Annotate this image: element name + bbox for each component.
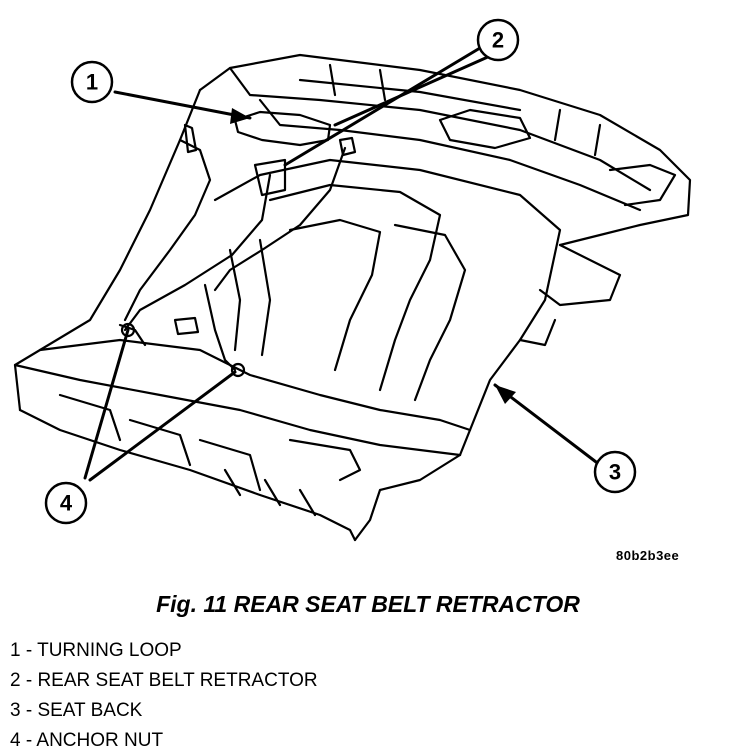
callout-2-label: 2 <box>492 28 504 53</box>
anchor-nut-hardware <box>120 316 246 378</box>
callout-1-label: 1 <box>86 70 98 95</box>
legend-item-turning-loop: 1 - TURNING LOOP <box>10 640 182 661</box>
legend-item-seat-back: 3 - SEAT BACK <box>10 700 143 721</box>
leader-line-4a <box>83 328 130 480</box>
legend-item-retractor: 2 - REAR SEAT BELT RETRACTOR <box>10 670 318 691</box>
seat-back <box>213 158 562 457</box>
image-reference-code: 80b2b3ee <box>616 548 680 563</box>
callout-4-label: 4 <box>60 491 73 516</box>
package-shelf <box>198 53 692 307</box>
arrow-head-3 <box>495 385 516 404</box>
arrow-head-1 <box>230 108 250 124</box>
left-side-panel <box>13 88 212 412</box>
legend-item-anchor-nut: 4 - ANCHOR NUT <box>10 730 164 751</box>
callout-3-circle <box>593 450 637 494</box>
leader-line-3 <box>493 383 602 467</box>
leader-line-2a <box>283 46 482 167</box>
floor-pan <box>13 338 472 542</box>
callout-3-label: 3 <box>609 460 621 485</box>
seat-belt-diagram: 1 2 3 4 <box>13 18 692 542</box>
leader-line-4b <box>88 370 237 482</box>
callout-4-circle <box>44 481 88 525</box>
legend-list: 1 - TURNING LOOP 2 - REAR SEAT BELT RETR… <box>10 636 318 756</box>
callout-2-circle <box>476 18 520 62</box>
leader-line-1 <box>113 90 252 120</box>
leader-line-2b <box>333 54 492 127</box>
figure-caption: Fig. 11 REAR SEAT BELT RETRACTOR <box>156 591 580 617</box>
callout-1-circle <box>70 60 114 104</box>
